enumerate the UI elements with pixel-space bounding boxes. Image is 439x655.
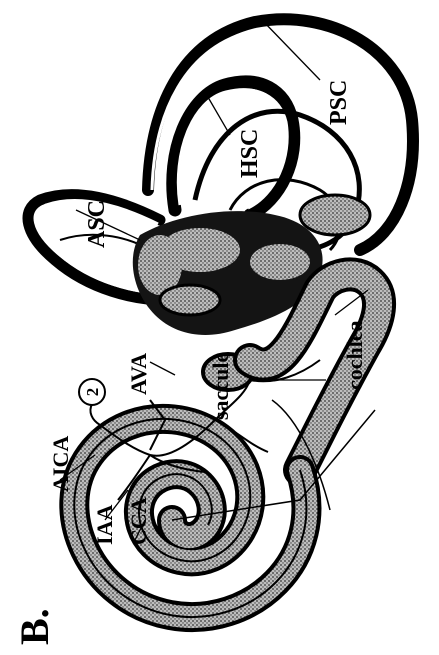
label-saccule: saccule (208, 353, 233, 420)
label-aica: AICA (48, 436, 73, 492)
panel-letter: B. (12, 608, 57, 645)
svg-text:2: 2 (83, 388, 102, 397)
number-badge: 2 (79, 379, 105, 405)
label-cca: CCA (126, 497, 151, 545)
label-psc: PSC (326, 80, 352, 125)
label-iaa: IAA (92, 505, 117, 545)
label-asc: ASC (84, 200, 110, 248)
label-hsc: HSC (237, 129, 263, 178)
label-cochlea: cochlea (342, 320, 367, 390)
label-ava: AVA (126, 353, 151, 395)
